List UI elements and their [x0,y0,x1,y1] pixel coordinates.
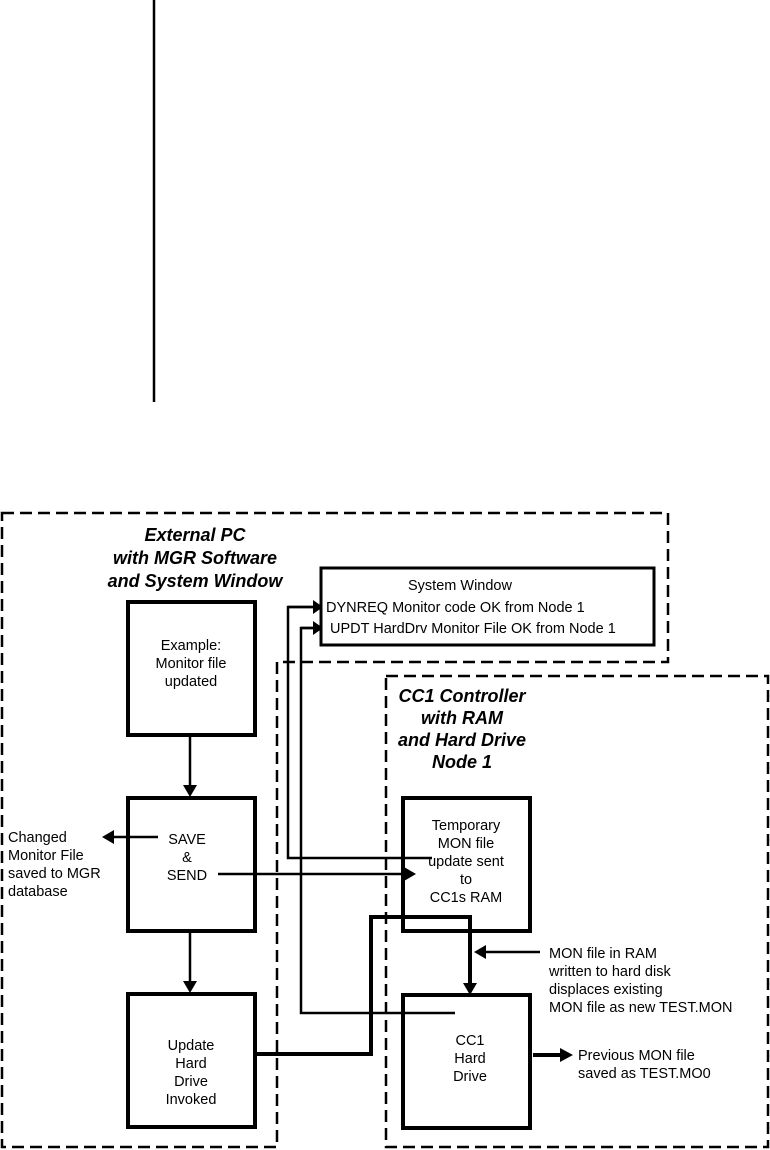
arrowhead-updt [313,621,323,635]
system-window-message: UPDT HardDrv Monitor File OK from Node 1 [330,621,616,637]
temp-mon-box-line: Temporary [432,818,501,834]
update-hd-box-line: Drive [174,1074,208,1090]
controller-title-line: CC1 Controller [398,686,526,706]
connector-update-to-hd [256,915,472,1056]
external-pc-title-line: with MGR Software [113,548,277,568]
system-window-box [319,566,656,647]
external-pc-title-line: and System Window [108,571,284,591]
arrowhead-dynreq [313,600,323,614]
ram-written-note-line: written to hard disk [548,964,671,980]
controller-title-line: Node 1 [432,752,492,772]
temp-mon-box-line: to [460,872,472,888]
controller-group [384,674,770,1149]
update-hd-box-line: Invoked [166,1092,217,1108]
ram-written-note: MON file in RAM written to hard disk dis… [548,946,732,1016]
example-box-line: Example: [161,638,221,654]
controller-title: CC1 Controller with RAM and Hard Drive N… [398,686,527,772]
temp-mon-box [401,796,532,933]
arrowhead-update [183,981,197,993]
hard-drive-box-line: Drive [453,1069,487,1085]
hard-drive-box-line: CC1 [455,1033,484,1049]
arrowhead-changed [102,830,114,844]
arrowhead-ram-note [474,945,486,959]
temp-mon-box-line: MON file [438,836,494,852]
system-window-message: DYNREQ Monitor code OK from Node 1 [326,600,585,616]
hard-drive-box-line: Hard [454,1051,485,1067]
previous-file-note-line: saved as TEST.MO0 [578,1066,711,1082]
update-hd-box [126,992,257,1129]
changed-file-note-line: Changed [8,830,67,846]
update-hd-box-line: Update [168,1038,215,1054]
changed-file-note-line: saved to MGR [8,866,101,882]
changed-file-note-line: Monitor File [8,848,84,864]
update-hd-box-line: Hard [175,1056,206,1072]
ram-written-note-line: MON file as new TEST.MON [549,1000,732,1016]
ram-written-note-line: MON file in RAM [549,946,657,962]
changed-file-note: Changed Monitor File saved to MGR databa… [8,830,101,900]
temp-mon-box-line: CC1s RAM [430,890,503,906]
arrowhead-previous [560,1048,573,1062]
save-send-box [126,796,257,933]
controller-title-line: with RAM [421,708,504,728]
controller-title-line: and Hard Drive [398,730,526,750]
example-box-line: Monitor file [156,656,227,672]
save-send-box-line: & [182,850,192,866]
external-pc-group [0,511,670,1149]
hard-drive-box [401,993,532,1130]
system-window-title: System Window [408,578,512,594]
arrowhead-temp [404,867,416,881]
previous-file-note-line: Previous MON file [578,1048,695,1064]
save-send-box-line: SEND [167,868,207,884]
changed-file-note-line: database [8,884,68,900]
arrowhead-save [183,785,197,797]
arrowhead-into-hd [463,983,477,995]
previous-file-note: Previous MON file saved as TEST.MO0 [578,1048,711,1082]
example-box-line: updated [165,674,217,690]
temp-mon-box-line: update sent [428,854,504,870]
save-send-box-line: SAVE [168,832,206,848]
example-box [126,600,257,737]
external-pc-title-line: External PC [144,525,246,545]
ram-written-note-line: displaces existing [549,982,663,998]
external-pc-title: External PC with MGR Software and System… [108,525,284,591]
